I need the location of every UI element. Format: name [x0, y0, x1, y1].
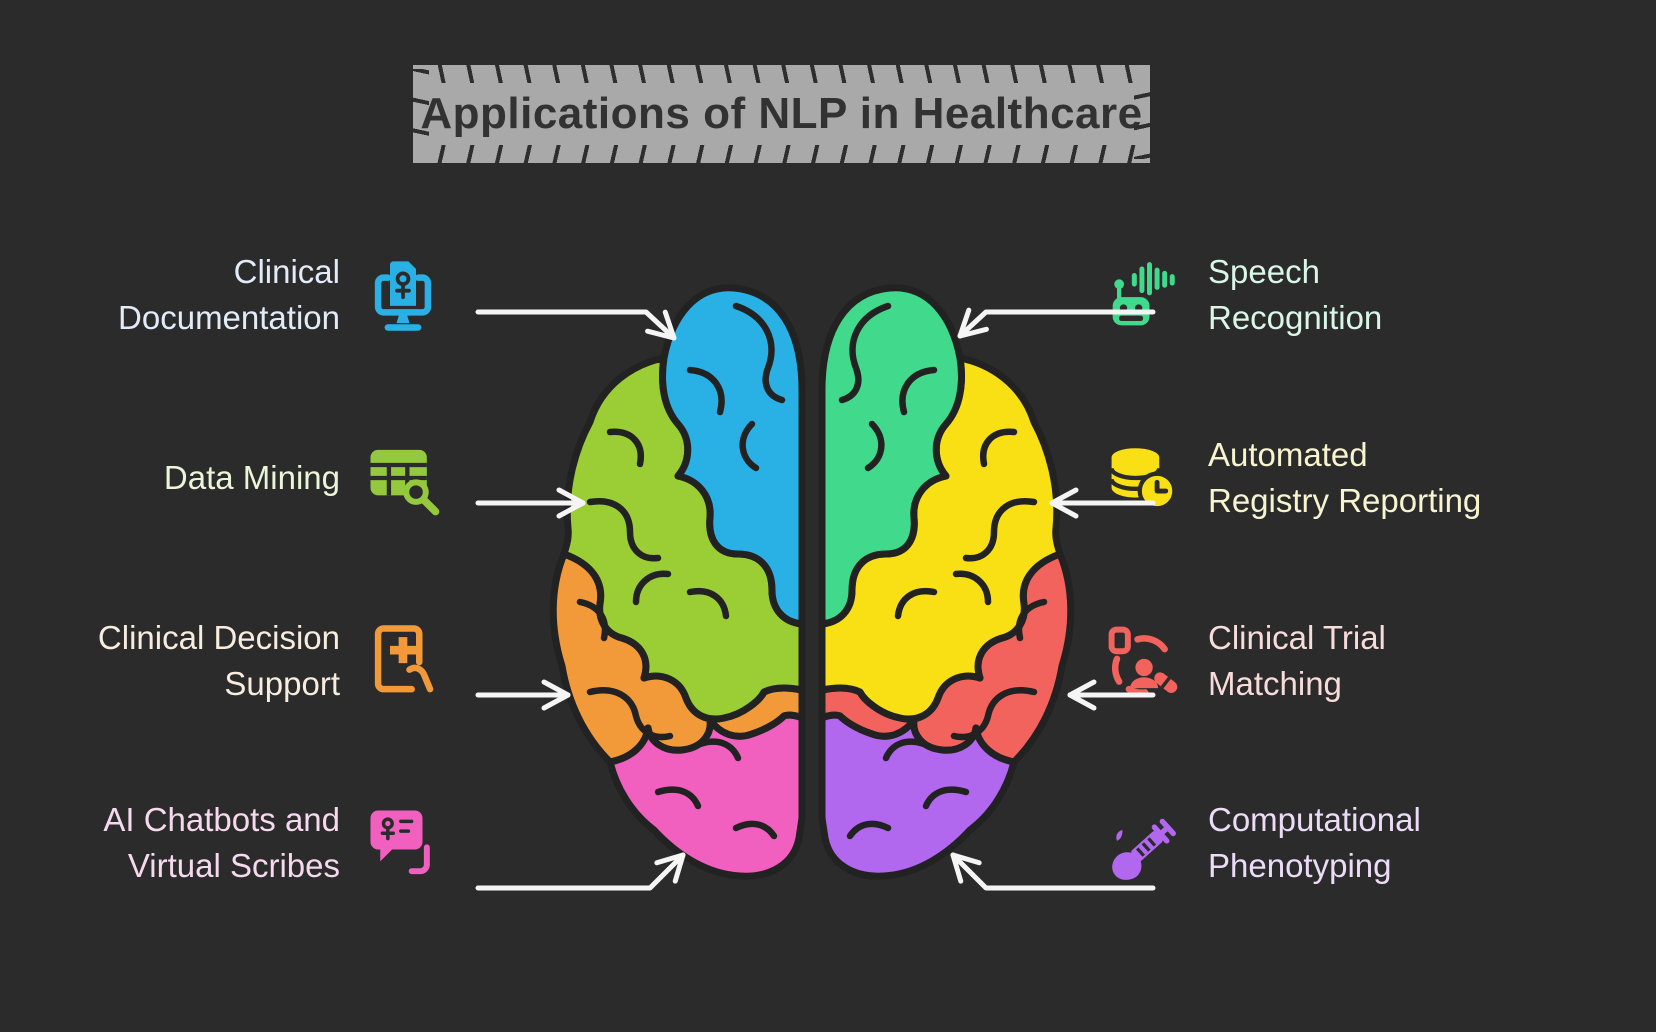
item-label: Computational Phenotyping [1208, 801, 1421, 884]
data-mining-icon [364, 439, 442, 517]
item-automated-registry-reporting: Automated Registry Reporting [1104, 413, 1624, 543]
item-label: Clinical Documentation [118, 253, 340, 336]
page-title: Applications of NLP in Healthcare [420, 89, 1143, 138]
speech-recognition-icon [1104, 256, 1182, 334]
item-computational-phenotyping: Computational Phenotyping [1104, 778, 1624, 908]
item-label: Automated Registry Reporting [1208, 436, 1482, 519]
item-label: AI Chatbots and Virtual Scribes [103, 801, 340, 884]
clinical-trial-matching-icon [1104, 622, 1182, 700]
ai-chatbots-icon [364, 804, 442, 882]
item-data-mining: Data Mining [30, 413, 442, 543]
clinical-documentation-icon [364, 256, 442, 334]
item-speech-recognition: Speech Recognition [1104, 230, 1624, 360]
brain-left-hemisphere [553, 288, 802, 876]
item-label: Data Mining [163, 459, 340, 496]
title-box: Applications of NLP in Healthcare [413, 65, 1150, 163]
brain-illustration [540, 272, 1080, 892]
item-clinical-decision-support: Clinical Decision Support [30, 596, 442, 726]
item-label: Speech Recognition [1208, 253, 1383, 336]
item-clinical-documentation: Clinical Documentation [30, 230, 442, 360]
item-ai-chatbots: AI Chatbots and Virtual Scribes [30, 778, 442, 908]
item-clinical-trial-matching: Clinical Trial Matching [1104, 596, 1624, 726]
automated-registry-reporting-icon [1104, 439, 1182, 517]
hatch-border-top [417, 65, 1146, 83]
item-label: Clinical Decision Support [97, 619, 340, 702]
hatch-border-bottom [417, 145, 1146, 163]
brain-right-hemisphere [822, 288, 1071, 876]
clinical-decision-support-icon [364, 622, 442, 700]
computational-phenotyping-icon [1104, 804, 1182, 882]
item-label: Clinical Trial Matching [1208, 619, 1386, 702]
